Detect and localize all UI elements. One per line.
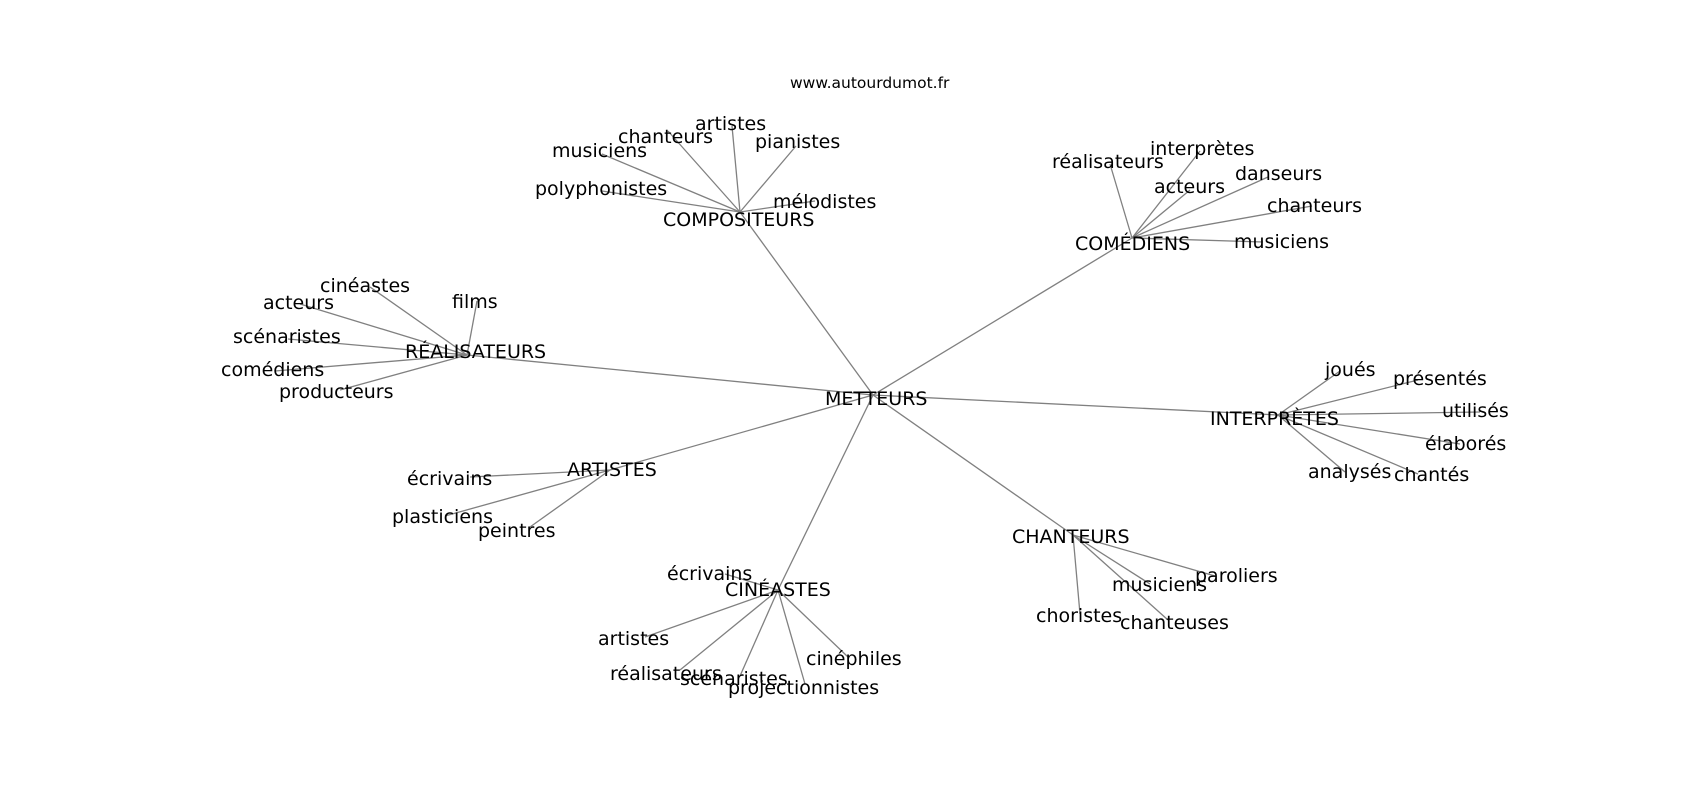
graph-edges — [274, 125, 1481, 685]
edge-6-5 — [777, 589, 849, 658]
leaf-node: écrivains — [667, 563, 752, 585]
edge-6-4 — [777, 589, 806, 685]
leaf-node: chanteurs — [618, 126, 713, 148]
edge-3-5 — [1277, 414, 1419, 475]
edge-1-4 — [1131, 205, 1313, 239]
edge-0-4 — [601, 190, 741, 213]
leaf-node: cinéastes — [320, 275, 410, 297]
leaf-node: écrivains — [407, 468, 492, 490]
leaf-node: producteurs — [279, 381, 394, 403]
leaf-node: danseurs — [1235, 163, 1322, 185]
leaf-node: réalisateurs — [610, 663, 722, 685]
edge-center-6 — [777, 394, 874, 591]
leaf-node: artistes — [598, 628, 669, 650]
edge-1-3 — [1131, 176, 1269, 239]
edge-1-2 — [1131, 189, 1191, 239]
leaf-node: chanteuses — [1120, 612, 1229, 634]
edge-0-0 — [601, 153, 741, 213]
leaf-node: pianistes — [755, 131, 840, 153]
edge-3-2 — [1277, 411, 1481, 416]
edge-5-3 — [1072, 534, 1169, 621]
edge-center-1 — [872, 237, 1133, 396]
edge-0-1 — [667, 130, 741, 213]
edge-0-3 — [739, 145, 797, 213]
cluster-node: ARTISTES — [567, 459, 657, 481]
leaf-node: choristes — [1036, 605, 1122, 627]
leaf-node: réalisateurs — [1052, 151, 1164, 173]
leaf-node: comédiens — [221, 359, 324, 381]
edge-2-1 — [299, 303, 468, 356]
leaf-node: polyphonistes — [535, 178, 667, 200]
leaf-node: analysés — [1308, 461, 1391, 483]
edge-0-2 — [731, 125, 741, 213]
leaf-node: élaborés — [1425, 433, 1506, 455]
edge-6-3 — [739, 589, 779, 677]
leaf-node: scénaristes — [233, 326, 341, 348]
edge-2-3 — [287, 338, 468, 356]
center-node: METTEURS — [825, 388, 927, 410]
leaf-node: paroliers — [1195, 565, 1278, 587]
leaf-node: mélodistes — [773, 191, 876, 213]
leaf-node: cinéphiles — [806, 648, 902, 670]
edge-2-5 — [339, 354, 468, 391]
leaf-node: musiciens — [552, 140, 647, 162]
leaf-node: chanteurs — [1267, 195, 1362, 217]
leaf-node: interprètes — [1150, 138, 1254, 160]
edge-center-2 — [466, 354, 874, 396]
site-url: www.autourdumot.fr — [790, 74, 950, 92]
edge-5-2 — [1072, 534, 1081, 615]
edge-center-4 — [609, 394, 874, 471]
edge-3-4 — [1277, 414, 1346, 473]
edge-2-0 — [369, 286, 468, 356]
cluster-node: RÉALISATEURS — [405, 340, 546, 363]
leaf-node: utilisés — [1442, 400, 1509, 422]
edge-center-3 — [872, 394, 1279, 416]
edge-1-1 — [1131, 150, 1201, 239]
leaf-node: peintres — [478, 520, 556, 542]
cluster-node: INTERPRÈTES — [1210, 407, 1339, 430]
leaf-node: acteurs — [1154, 176, 1225, 198]
edge-6-0 — [724, 573, 779, 591]
leaf-node: présentés — [1393, 368, 1487, 390]
edge-center-0 — [739, 211, 874, 396]
graph-labels: www.autourdumot.fr METTEURS musicienscha… — [221, 74, 1509, 699]
edge-5-1 — [1072, 534, 1151, 585]
leaf-node: films — [452, 291, 498, 313]
leaf-node: acteurs — [263, 292, 334, 314]
edge-4-0 — [469, 469, 611, 478]
edge-4-2 — [529, 469, 611, 528]
edge-6-2 — [679, 589, 779, 671]
leaf-node: musiciens — [1234, 231, 1329, 253]
edge-3-0 — [1277, 370, 1341, 416]
leaf-node: artistes — [695, 113, 766, 135]
cluster-node: COMPOSITEURS — [663, 209, 814, 231]
edge-6-1 — [644, 589, 779, 638]
cluster-node: CHANTEURS — [1012, 526, 1130, 548]
leaf-node: chantés — [1394, 464, 1469, 486]
edge-3-3 — [1277, 414, 1461, 445]
edge-center-5 — [872, 394, 1074, 536]
edge-1-0 — [1109, 163, 1133, 239]
leaf-node: musiciens — [1112, 574, 1207, 596]
leaf-node: projectionnistes — [728, 677, 879, 699]
edge-4-1 — [444, 469, 611, 517]
leaf-node: plasticiens — [392, 506, 493, 528]
edge-5-0 — [1072, 534, 1216, 577]
cluster-node: COMÉDIENS — [1075, 232, 1190, 255]
cluster-node: CINÉASTES — [725, 578, 831, 601]
leaf-node: scénaristes — [680, 668, 788, 690]
edge-0-5 — [739, 200, 816, 213]
leaf-node: joués — [1324, 359, 1376, 381]
edge-2-4 — [274, 354, 468, 372]
edge-3-1 — [1277, 379, 1419, 416]
edge-2-2 — [466, 300, 478, 356]
edge-1-5 — [1131, 237, 1264, 243]
